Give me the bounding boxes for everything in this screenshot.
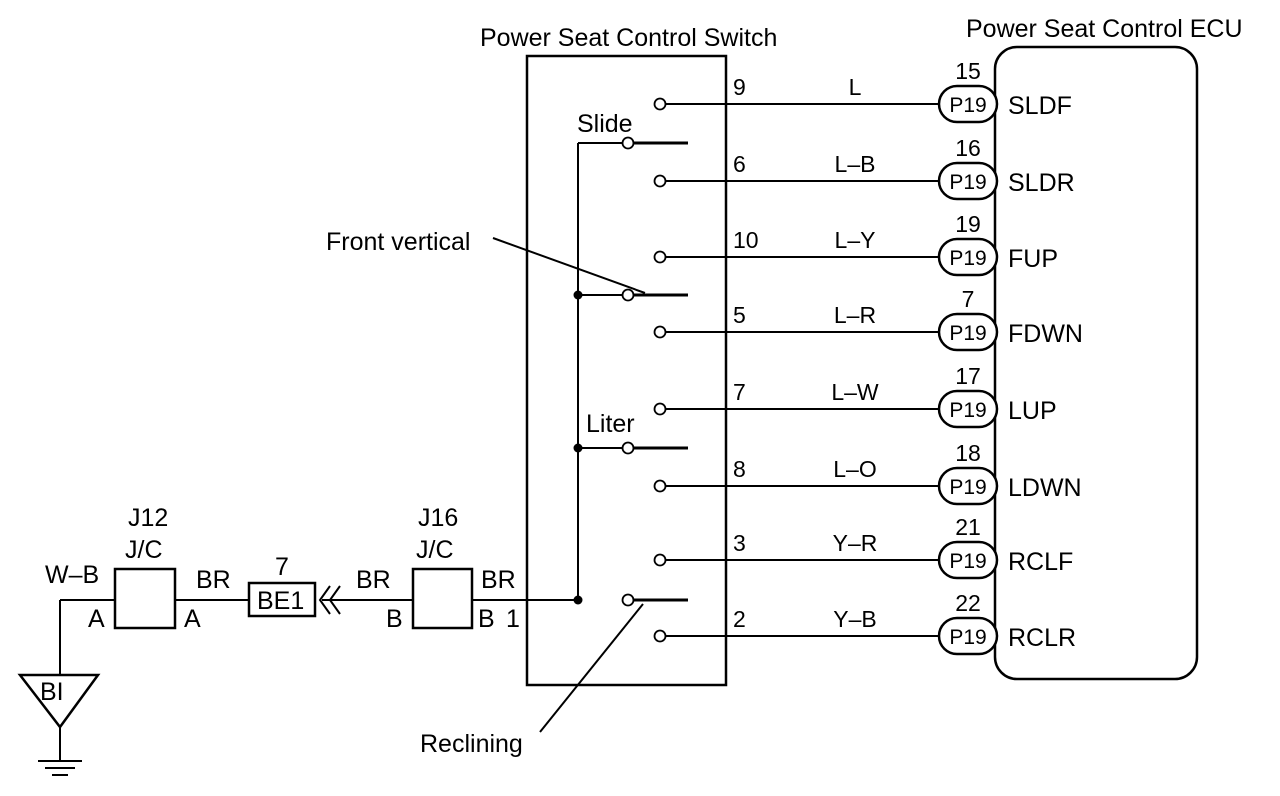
reclining-leader bbox=[539, 603, 644, 733]
switch-pin-number: 5 bbox=[733, 302, 746, 328]
wire-color-label: L–R bbox=[834, 302, 876, 328]
wire-color-label: L bbox=[849, 74, 862, 100]
ecu-connector-pill bbox=[937, 466, 999, 506]
ecu-title: Power Seat Control ECU bbox=[966, 15, 1243, 43]
switch-box bbox=[525, 54, 728, 687]
j16-pin-in: B bbox=[386, 605, 403, 633]
ecu-pin-number: 7 bbox=[962, 286, 975, 312]
lifter-common-terminal bbox=[621, 441, 635, 455]
j12-pin-out: A bbox=[184, 605, 201, 633]
wire-color-label: L–Y bbox=[835, 227, 876, 253]
ecu-connector-label: P19 bbox=[949, 171, 986, 194]
ecu-pin-number: 19 bbox=[955, 211, 981, 237]
front-vertical-common-terminal bbox=[621, 288, 635, 302]
wire-color-label: Y–R bbox=[833, 530, 878, 556]
switch-input-pin: 1 bbox=[506, 605, 520, 633]
ground-point-triangle bbox=[17, 673, 101, 730]
reclining-label: Reclining bbox=[420, 730, 523, 758]
ecu-connector-pill bbox=[937, 616, 999, 656]
ecu-pin-number: 17 bbox=[955, 363, 981, 389]
switch-contact-terminal bbox=[653, 250, 667, 264]
wire-color-label: L–O bbox=[833, 456, 876, 482]
ecu-connector-pill bbox=[937, 312, 999, 352]
ecu-connector-pill bbox=[937, 237, 999, 277]
switch-pin-number: 9 bbox=[733, 74, 746, 100]
ecu-signal-name: SLDR bbox=[1008, 169, 1075, 197]
ecu-signal-name: RCLR bbox=[1008, 624, 1076, 652]
ecu-connector-label: P19 bbox=[949, 247, 986, 270]
switch-pin-number: 3 bbox=[733, 530, 746, 556]
ecu-signal-name: LDWN bbox=[1008, 474, 1082, 502]
ecu-pin-number: 22 bbox=[955, 590, 981, 616]
switch-pin-number: 10 bbox=[733, 227, 759, 253]
switch-contact-terminal bbox=[653, 325, 667, 339]
switch-contact-terminal bbox=[653, 402, 667, 416]
j16-connector bbox=[411, 567, 474, 630]
ecu-connector-label: P19 bbox=[949, 94, 986, 117]
wire-color-br-2: BR bbox=[356, 566, 391, 594]
be1-number: 7 bbox=[275, 553, 289, 581]
be1-name: BE1 bbox=[257, 587, 304, 615]
ecu-signal-name: FDWN bbox=[1008, 320, 1083, 348]
connector-arrow bbox=[328, 585, 341, 615]
ecu-box bbox=[993, 45, 1199, 681]
connector-arrow bbox=[318, 585, 331, 615]
ecu-connector-pill bbox=[937, 84, 999, 124]
wire-color-label: L–W bbox=[831, 379, 879, 405]
switch-pin-number: 8 bbox=[733, 456, 746, 482]
switch-pin-number: 6 bbox=[733, 151, 746, 177]
ecu-pin-number: 21 bbox=[955, 514, 981, 540]
j12-name: J12 bbox=[128, 504, 168, 532]
slide-common-terminal bbox=[621, 136, 635, 150]
switch-contact-terminal bbox=[653, 553, 667, 567]
ecu-connector-label: P19 bbox=[949, 399, 986, 422]
j16-name: J16 bbox=[418, 504, 458, 532]
j12-pin-in: A bbox=[88, 605, 105, 633]
slide-label: Slide bbox=[577, 110, 633, 138]
switch-pin-number: 7 bbox=[733, 379, 746, 405]
ecu-signal-name: FUP bbox=[1008, 245, 1058, 273]
reclining-common-terminal bbox=[621, 593, 635, 607]
lifter-label: Liter bbox=[586, 410, 635, 438]
switch-contact-terminal bbox=[653, 174, 667, 188]
front-vertical-leader bbox=[492, 237, 646, 294]
be1-connector bbox=[247, 581, 317, 618]
ecu-pin-number: 16 bbox=[955, 135, 981, 161]
wire-color-br-1: BR bbox=[196, 566, 231, 594]
switch-contact-terminal bbox=[653, 97, 667, 111]
ecu-connector-pill bbox=[937, 389, 999, 429]
wire-color-br-3: BR bbox=[481, 566, 516, 594]
ground-wire-color: W–B bbox=[45, 561, 99, 589]
ecu-signal-name: LUP bbox=[1008, 397, 1057, 425]
ecu-connector-label: P19 bbox=[949, 550, 986, 573]
j12-connector bbox=[113, 567, 177, 630]
j16-pin-out: B bbox=[478, 605, 495, 633]
front-vertical-label: Front vertical bbox=[326, 228, 470, 256]
ecu-connector-pill bbox=[937, 161, 999, 201]
j16-type: J/C bbox=[416, 536, 454, 564]
ecu-connector-pill bbox=[937, 540, 999, 580]
wire-color-label: Y–B bbox=[833, 606, 876, 632]
ecu-pin-number: 18 bbox=[955, 440, 981, 466]
j12-type: J/C bbox=[125, 536, 163, 564]
ecu-signal-name: RCLF bbox=[1008, 548, 1073, 576]
earth-ground-icon bbox=[38, 760, 82, 776]
ecu-pin-number: 15 bbox=[955, 58, 981, 84]
wire-color-label: L–B bbox=[835, 151, 876, 177]
ecu-connector-label: P19 bbox=[949, 322, 986, 345]
switch-pin-number: 2 bbox=[733, 606, 746, 632]
switch-contact-terminal bbox=[653, 629, 667, 643]
ecu-signal-name: SLDF bbox=[1008, 92, 1072, 120]
ground-point-label: BI bbox=[40, 678, 64, 706]
ecu-connector-label: P19 bbox=[949, 476, 986, 499]
switch-contact-terminal bbox=[653, 479, 667, 493]
switch-title: Power Seat Control Switch bbox=[480, 24, 777, 52]
ecu-connector-label: P19 bbox=[949, 626, 986, 649]
